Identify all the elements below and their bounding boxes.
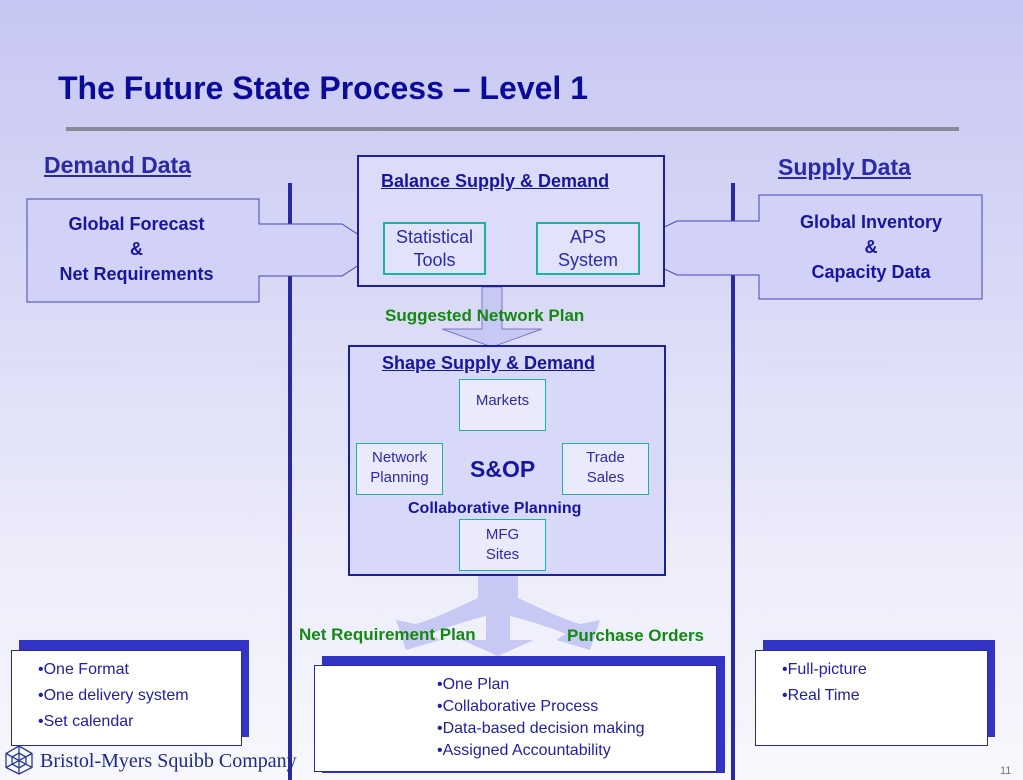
supply-bullet-2: •Real Time: [782, 687, 860, 704]
center-bullet-3: •Data-based decision making: [437, 720, 645, 737]
demand-data-heading: Demand Data: [44, 152, 191, 178]
demand-bullet-2: •One delivery system: [38, 687, 189, 704]
page-title: The Future State Process – Level 1: [58, 70, 588, 106]
statistical-tools-line-1: Statistical: [395, 227, 474, 247]
aps-system-box: APS System: [536, 222, 640, 275]
trade-sales-line-2: Sales: [586, 469, 625, 486]
network-planning-node: Network Planning: [356, 443, 443, 495]
network-planning-line-1: Network: [371, 449, 427, 466]
trade-sales-line-1: Trade: [586, 449, 625, 466]
net-requirement-plan-label: Net Requirement Plan: [299, 625, 476, 644]
global-forecast-line-3: Net Requirements: [59, 264, 214, 284]
global-inventory-line-1: Global Inventory: [799, 212, 943, 232]
supply-data-heading: Supply Data: [778, 154, 911, 180]
split-output-arrow: [396, 575, 600, 656]
network-planning-line-2: Planning: [370, 469, 429, 486]
mfg-sites-line-2: Sites: [485, 546, 520, 563]
bms-logo-icon: [5, 745, 33, 775]
center-bullet-2: •Collaborative Process: [437, 698, 599, 715]
aps-system-line-2: System: [557, 250, 618, 270]
center-bullets-box: •One Plan •Collaborative Process •Data-b…: [314, 665, 717, 772]
page-number: 11: [1000, 765, 1012, 777]
suggested-network-plan-label: Suggested Network Plan: [385, 306, 585, 325]
demand-bullet-3: •Set calendar: [38, 713, 134, 730]
aps-system-line-1: APS: [569, 227, 607, 247]
balance-box-title: Balance Supply & Demand: [381, 171, 610, 191]
statistical-tools-line-2: Tools: [413, 250, 456, 270]
mfg-sites-node: MFG Sites: [459, 519, 546, 571]
statistical-tools-box: Statistical Tools: [383, 222, 486, 275]
center-bullet-4: •Assigned Accountability: [437, 742, 611, 759]
shape-box-title: Shape Supply & Demand: [382, 353, 596, 373]
global-inventory-line-3: Capacity Data: [811, 262, 931, 282]
markets-node: Markets: [459, 379, 546, 431]
supply-bullets-box: •Full-picture •Real Time: [755, 650, 988, 746]
global-forecast-line-2: &: [130, 239, 143, 259]
mfg-sites-line-1: MFG: [485, 526, 520, 543]
right-divider-line: [731, 183, 735, 780]
left-divider-line: [288, 183, 292, 780]
center-bullet-1: •One Plan: [437, 676, 510, 693]
collaborative-planning-label: Collaborative Planning: [408, 500, 582, 517]
global-forecast-box: Global Forecast & Net Requirements: [30, 212, 243, 287]
title-divider: [66, 127, 959, 131]
demand-bullet-1: •One Format: [38, 661, 129, 678]
trade-sales-node: Trade Sales: [562, 443, 649, 495]
suggested-plan-arrow: [441, 286, 543, 348]
global-inventory-box: Global Inventory & Capacity Data: [762, 210, 980, 285]
sop-center-label: S&OP: [470, 456, 536, 482]
bms-logo-text: Bristol-Myers Squibb Company: [40, 750, 297, 772]
markets-label: Markets: [475, 392, 530, 409]
supply-bullet-1: •Full-picture: [782, 661, 867, 678]
demand-bullets-box: •One Format •One delivery system •Set ca…: [11, 650, 242, 746]
global-forecast-line-1: Global Forecast: [68, 214, 205, 234]
purchase-orders-label: Purchase Orders: [567, 626, 705, 645]
global-inventory-line-2: &: [864, 237, 878, 257]
